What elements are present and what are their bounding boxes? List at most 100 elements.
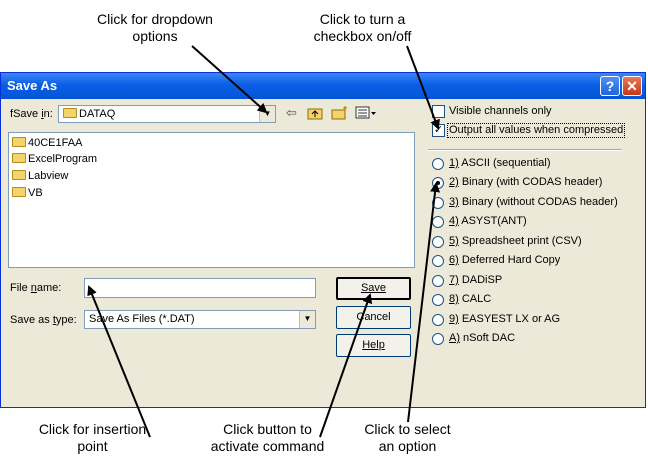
format-radio[interactable] bbox=[432, 177, 444, 189]
file-name-input[interactable] bbox=[84, 278, 316, 298]
new-folder-icon[interactable] bbox=[331, 106, 349, 123]
save-in-label: fSave in: bbox=[10, 108, 53, 121]
output-all-values-label: Output all values when compressed bbox=[447, 123, 626, 138]
format-radio[interactable] bbox=[432, 197, 444, 209]
radio-text: CALC bbox=[458, 293, 492, 305]
list-item[interactable]: Labview bbox=[12, 170, 68, 186]
format-radio-label: 3) Binary (without CODAS header) bbox=[449, 196, 618, 209]
radio-key: 6) bbox=[449, 254, 459, 266]
radio-text: nSoft DAC bbox=[460, 332, 516, 344]
radio-text: ASCII (sequential) bbox=[458, 157, 551, 169]
save-in-prefix: f bbox=[10, 108, 14, 120]
radio-key: 8) bbox=[449, 293, 459, 305]
view-menu-icon[interactable] bbox=[355, 106, 377, 123]
radio-selected-dot bbox=[436, 181, 440, 185]
annotation-checkbox-text: Click to turn a checkbox on/off bbox=[313, 11, 412, 44]
annotation-dropdown: Click for dropdown options bbox=[70, 11, 240, 45]
up-folder-icon[interactable] bbox=[307, 106, 323, 123]
annotation-command-text: Click button to activate command bbox=[210, 421, 325, 454]
help-button-label: Help bbox=[362, 339, 385, 351]
file-list[interactable]: 40CE1FAA ExcelProgram Labview VB bbox=[8, 132, 415, 268]
format-radio[interactable] bbox=[432, 236, 444, 248]
radio-key: 1) bbox=[449, 157, 459, 169]
radio-key: 7) bbox=[449, 274, 459, 286]
help-button[interactable]: Help bbox=[336, 334, 411, 357]
output-all-values-checkbox[interactable]: ✓ bbox=[432, 124, 445, 137]
save-in-label-part: Save bbox=[13, 108, 42, 120]
format-radio-label: 5) Spreadsheet print (CSV) bbox=[449, 235, 582, 248]
chevron-down-icon[interactable]: ▼ bbox=[259, 106, 275, 122]
list-item[interactable]: ExcelProgram bbox=[12, 153, 97, 169]
file-name-text: VB bbox=[28, 187, 43, 199]
new-folder-svg bbox=[331, 106, 347, 120]
radio-text: EASYEST LX or AG bbox=[458, 313, 561, 325]
format-radio-label: 4) ASYST(ANT) bbox=[449, 215, 527, 228]
file-name-label: File name: bbox=[10, 282, 61, 295]
format-radio[interactable] bbox=[432, 158, 444, 170]
annotation-command: Click button to activate command bbox=[195, 421, 340, 455]
save-as-type-label: Save as type: bbox=[10, 314, 77, 327]
radio-key: 9) bbox=[449, 313, 459, 325]
format-radio[interactable] bbox=[432, 294, 444, 306]
format-radio-label: A) nSoft DAC bbox=[449, 332, 515, 345]
annotation-insertion: Click for insertion point bbox=[20, 421, 165, 455]
radio-text: Spreadsheet print (CSV) bbox=[458, 235, 582, 247]
save-in-dropdown[interactable]: DATAQ ▼ bbox=[58, 105, 276, 123]
annotation-option-text: Click to select an option bbox=[364, 421, 451, 454]
visible-channels-label: Visible channels only bbox=[449, 105, 552, 117]
annotation-option: Click to select an option bbox=[345, 421, 470, 455]
radio-key: 4) bbox=[449, 215, 459, 227]
save-as-type-hotkey: t bbox=[52, 314, 56, 326]
format-radio-label: 1) ASCII (sequential) bbox=[449, 157, 551, 170]
format-radio[interactable] bbox=[432, 275, 444, 287]
radio-key: 5) bbox=[449, 235, 459, 247]
annotation-insertion-text: Click for insertion point bbox=[38, 421, 147, 454]
file-name-text: Labview bbox=[28, 170, 69, 182]
file-name-label-part: File bbox=[10, 282, 31, 294]
radio-text: DADiSP bbox=[458, 274, 503, 286]
list-item[interactable]: VB bbox=[12, 187, 43, 203]
visible-channels-checkbox[interactable] bbox=[432, 105, 445, 118]
radio-text: Binary (with CODAS header) bbox=[458, 176, 603, 188]
title-bar[interactable]: Save As ? ✕ bbox=[1, 73, 645, 99]
radio-text: Deferred Hard Copy bbox=[458, 254, 561, 266]
close-button[interactable]: ✕ bbox=[622, 76, 642, 96]
radio-key: 2) bbox=[449, 176, 459, 188]
save-in-hotkey: i bbox=[41, 108, 44, 120]
folder-icon bbox=[12, 170, 26, 180]
format-radio[interactable] bbox=[432, 314, 444, 326]
folder-icon bbox=[12, 137, 26, 147]
format-radio[interactable] bbox=[432, 216, 444, 228]
folder-icon bbox=[12, 153, 26, 163]
save-as-type-value: Save As Files (*.DAT) bbox=[89, 313, 195, 325]
file-name-text: 40CE1FAA bbox=[28, 137, 83, 149]
back-arrow-icon[interactable]: ⇦ bbox=[286, 105, 297, 120]
format-radio-label: 8) CALC bbox=[449, 293, 491, 306]
save-in-label-end: n: bbox=[43, 108, 53, 120]
format-radio-label: 2) Binary (with CODAS header) bbox=[449, 176, 602, 189]
cancel-button-label: Cancel bbox=[356, 311, 391, 323]
format-radio-label: 7) DADiSP bbox=[449, 274, 502, 287]
format-radio-label: 6) Deferred Hard Copy bbox=[449, 254, 560, 267]
folder-icon bbox=[12, 187, 26, 197]
cancel-button[interactable]: Cancel bbox=[336, 306, 411, 329]
help-title-button[interactable]: ? bbox=[600, 76, 620, 96]
format-radio[interactable] bbox=[432, 255, 444, 267]
save-in-value: DATAQ bbox=[79, 108, 116, 120]
save-button[interactable]: Save bbox=[336, 277, 411, 300]
radio-key: A) bbox=[449, 332, 460, 344]
format-radio[interactable] bbox=[432, 333, 444, 345]
view-menu-svg bbox=[355, 106, 376, 119]
file-name-text: ExcelProgram bbox=[28, 153, 98, 165]
radio-text: ASYST(ANT) bbox=[458, 215, 527, 227]
divider bbox=[428, 149, 622, 151]
file-name-label-end: ame: bbox=[36, 282, 62, 294]
list-item[interactable]: 40CE1FAA bbox=[12, 137, 82, 153]
dialog-title: Save As bbox=[7, 78, 58, 93]
save-as-type-label-part: Save as bbox=[10, 314, 53, 326]
chevron-down-icon[interactable]: ▼ bbox=[299, 311, 315, 328]
save-in-value-wrap: DATAQ bbox=[63, 108, 115, 120]
save-as-type-dropdown[interactable]: Save As Files (*.DAT) ▼ bbox=[84, 310, 316, 329]
annotation-checkbox: Click to turn a checkbox on/off bbox=[285, 11, 440, 45]
save-button-label: Save bbox=[360, 282, 387, 294]
